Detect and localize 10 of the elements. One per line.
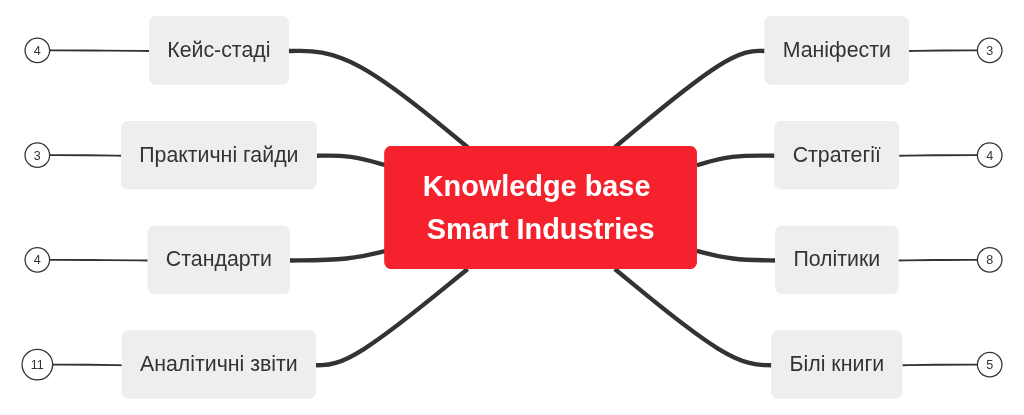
node-circle: 11 [21,348,54,381]
connector [696,153,776,168]
node-circle: 3 [976,37,1003,64]
connector [315,267,470,368]
node-circle: 4 [24,246,51,273]
node-circle: 3 [24,142,51,169]
node-circle: 8 [976,246,1003,273]
node-circle: 4 [976,142,1003,169]
node-circle: 5 [976,351,1003,378]
node-circle: 4 [24,37,51,64]
